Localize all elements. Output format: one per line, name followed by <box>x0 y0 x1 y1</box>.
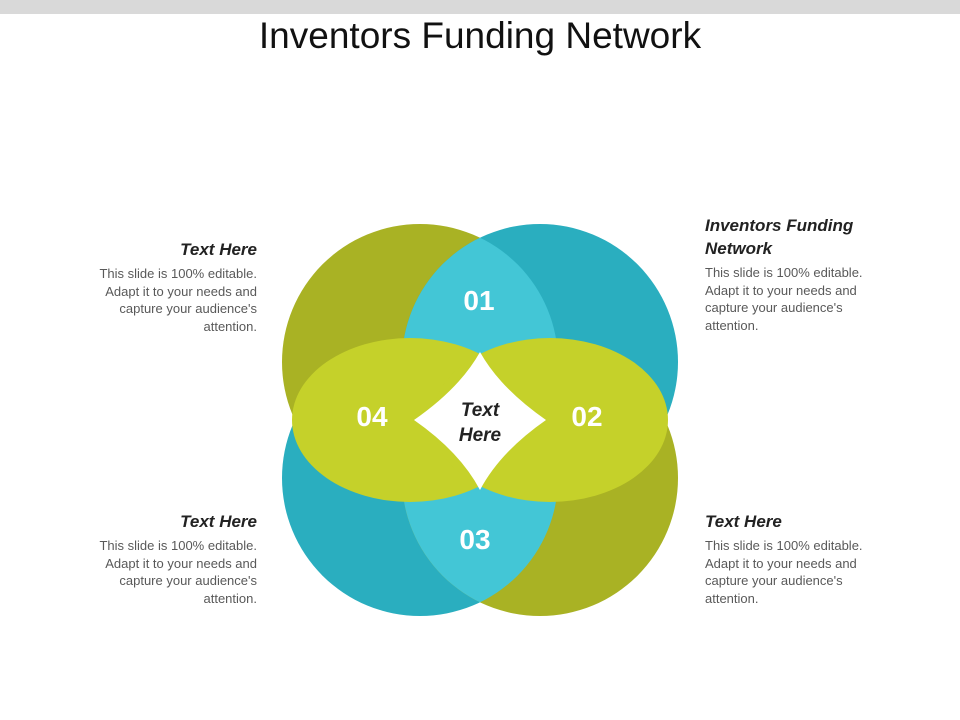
top-bar <box>0 0 960 14</box>
note-top-left: Text Here This slide is 100% editable. A… <box>92 238 257 335</box>
note-body: This slide is 100% editable. Adapt it to… <box>705 265 863 333</box>
center-diamond <box>414 352 546 490</box>
segment-03-number: 03 <box>459 524 490 555</box>
note-body: This slide is 100% editable. Adapt it to… <box>705 538 863 606</box>
note-heading: Text Here <box>180 512 257 531</box>
note-heading: Inventors Funding Network <box>705 216 854 258</box>
note-bottom-right: Text Here This slide is 100% editable. A… <box>705 510 870 607</box>
note-body: This slide is 100% editable. Adapt it to… <box>99 538 257 606</box>
note-heading: Text Here <box>180 240 257 259</box>
note-top-right: Inventors Funding Network This slide is … <box>705 214 885 334</box>
note-heading: Text Here <box>705 512 782 531</box>
center-label-line1: Text <box>461 400 500 421</box>
segment-02-number: 02 <box>571 401 602 432</box>
center-label-line2: Here <box>459 425 502 446</box>
segment-04-number: 04 <box>356 401 388 432</box>
slide-title: Inventors Funding Network <box>258 15 702 56</box>
segment-01-number: 01 <box>463 285 494 316</box>
note-bottom-left: Text Here This slide is 100% editable. A… <box>92 510 257 607</box>
note-body: This slide is 100% editable. Adapt it to… <box>99 266 257 334</box>
